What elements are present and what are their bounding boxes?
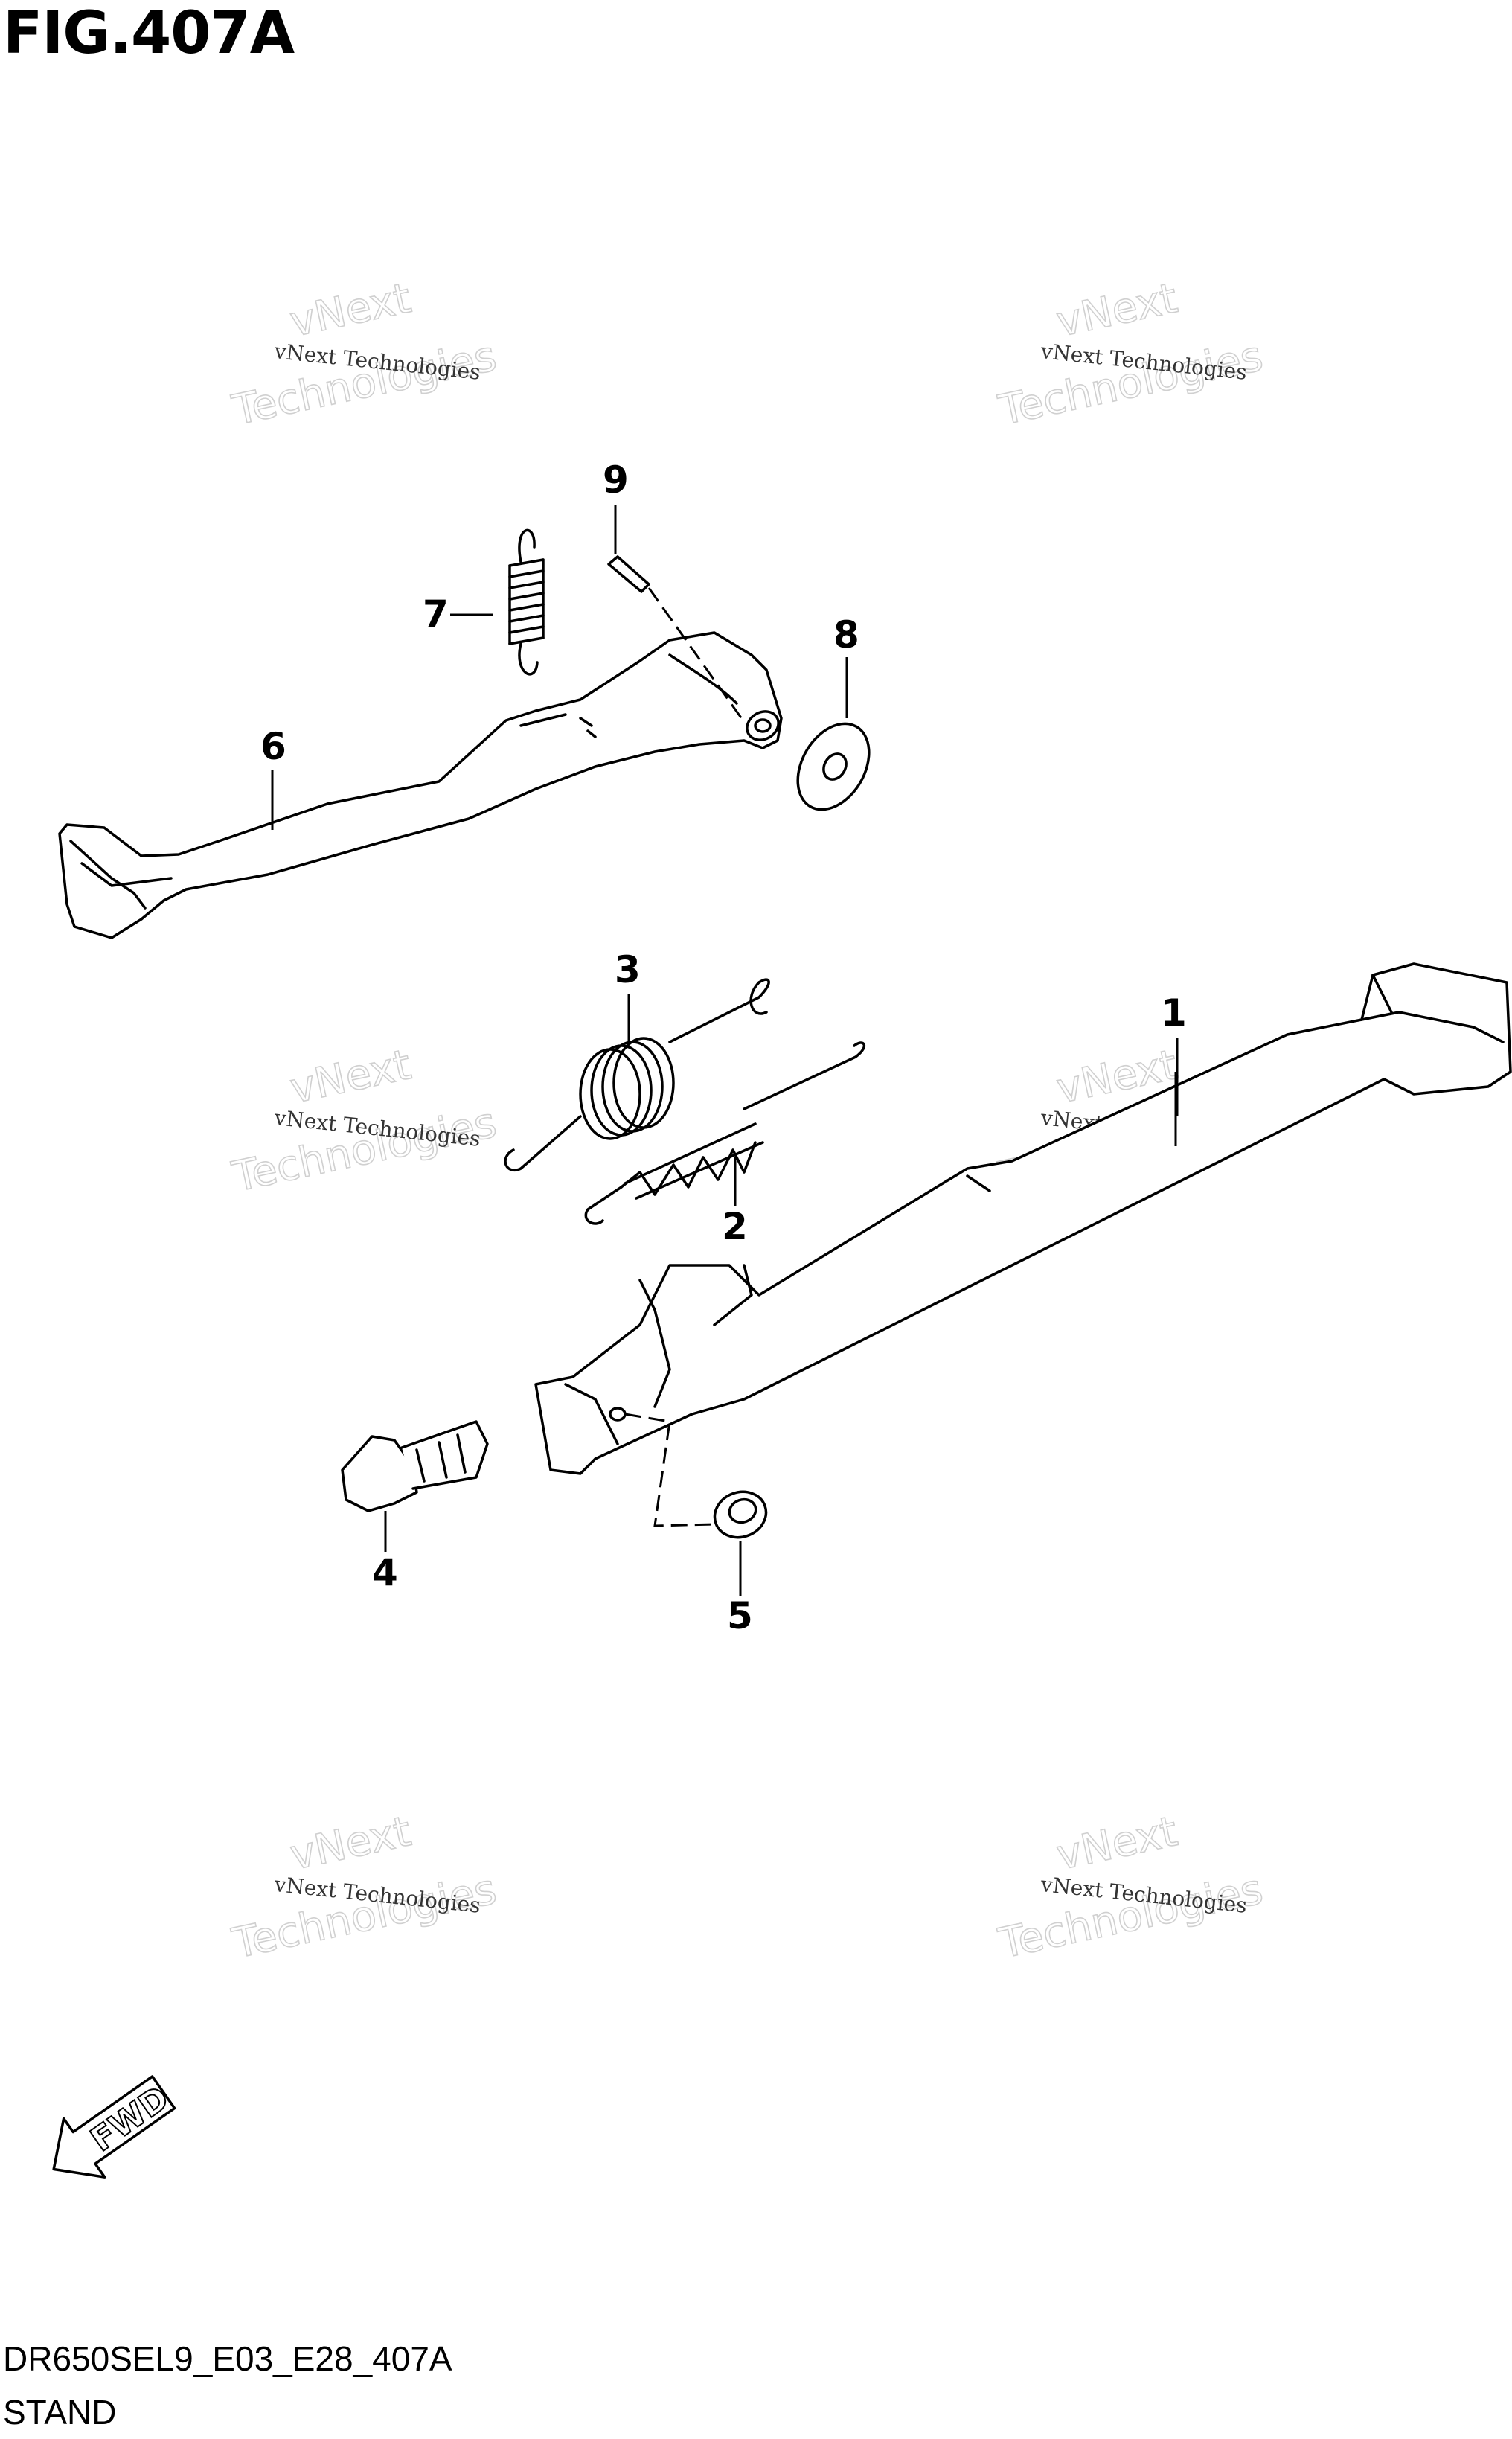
watermark: vNext Technologies vNext Technologies: [994, 1806, 1268, 1969]
callouts: 1 2 3 4 5 6 7 8: [260, 458, 1187, 1637]
watermark: vNext Technologies vNext Technologies: [228, 1806, 502, 1969]
part-4-drawing: [341, 1420, 489, 1512]
callout-label-7: 7: [423, 592, 449, 636]
figure-name: STAND: [3, 2393, 117, 2432]
callout-label-3: 3: [615, 948, 641, 991]
callout-5: 5: [727, 1541, 753, 1637]
part-7-drawing: [508, 528, 545, 676]
part-1-drawing: [534, 962, 1512, 1527]
callout-4: 4: [372, 1511, 398, 1594]
callout-label-2: 2: [722, 1205, 748, 1248]
watermark: vNext Technologies vNext Technologies: [228, 1040, 502, 1202]
part-9-drawing: [607, 555, 746, 723]
callout-8: 8: [833, 613, 859, 718]
watermark-big-1: vNext: [1052, 274, 1182, 347]
callout-label-5: 5: [727, 1594, 753, 1637]
callout-label-8: 8: [833, 613, 859, 656]
callout-6: 6: [260, 725, 286, 830]
watermark-big-1: vNext: [286, 1807, 415, 1880]
watermark-big-1: vNext: [286, 274, 415, 347]
watermark-big-1: vNext: [1052, 1807, 1182, 1880]
callout-label-6: 6: [260, 725, 286, 768]
callout-3: 3: [615, 948, 641, 1042]
part-6-drawing: [58, 631, 783, 939]
part-5-drawing: [713, 1490, 768, 1539]
figure-code: DR650SEL9_E03_E28_407A: [3, 2339, 452, 2378]
figure-title: FIG.407A: [3, 0, 295, 67]
callout-label-1: 1: [1161, 991, 1187, 1035]
callout-7: 7: [423, 592, 493, 636]
callout-2: 2: [722, 1157, 748, 1248]
callout-label-4: 4: [372, 1551, 398, 1594]
forward-arrow-icon: FWD: [52, 2075, 176, 2179]
watermark: vNext Technologies vNext Technologies: [228, 273, 502, 435]
part-3-drawing: [504, 978, 770, 1171]
callout-label-9: 9: [603, 458, 629, 502]
callout-1: 1: [1161, 991, 1187, 1116]
part-8-drawing: [796, 722, 871, 811]
watermark: vNext Technologies vNext Technologies: [994, 273, 1268, 435]
part-2-drawing: [584, 1041, 866, 1225]
watermark-big-1: vNext: [286, 1041, 415, 1113]
callout-9: 9: [603, 458, 629, 554]
